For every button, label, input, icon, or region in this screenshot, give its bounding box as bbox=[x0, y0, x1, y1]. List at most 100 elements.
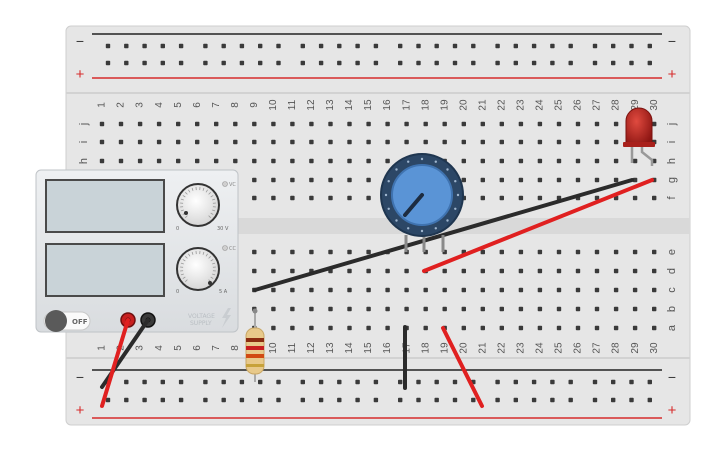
terminal-hole[interactable] bbox=[594, 268, 600, 274]
terminal-hole[interactable] bbox=[613, 268, 619, 274]
terminal-hole[interactable] bbox=[594, 139, 600, 145]
terminal-hole[interactable] bbox=[613, 139, 619, 145]
terminal-hole[interactable] bbox=[442, 306, 447, 312]
rail-hole[interactable] bbox=[239, 379, 245, 385]
terminal-hole[interactable] bbox=[480, 195, 485, 201]
rail-hole[interactable] bbox=[239, 43, 245, 49]
rail-hole[interactable] bbox=[611, 397, 616, 403]
terminal-hole[interactable] bbox=[328, 177, 333, 183]
rail-hole[interactable] bbox=[355, 43, 360, 49]
rail-hole[interactable] bbox=[531, 379, 537, 385]
terminal-hole[interactable] bbox=[366, 306, 371, 312]
terminal-hole[interactable] bbox=[290, 158, 295, 164]
terminal-hole[interactable] bbox=[632, 158, 638, 164]
rail-hole[interactable] bbox=[434, 43, 439, 49]
rail-hole[interactable] bbox=[276, 397, 281, 403]
rail-hole[interactable] bbox=[258, 43, 263, 49]
terminal-hole[interactable] bbox=[632, 287, 638, 293]
rail-hole[interactable] bbox=[276, 43, 281, 49]
terminal-hole[interactable] bbox=[156, 139, 162, 145]
terminal-hole[interactable] bbox=[499, 195, 504, 201]
terminal-hole[interactable] bbox=[290, 177, 295, 183]
terminal-hole[interactable] bbox=[118, 139, 124, 145]
terminal-hole[interactable] bbox=[594, 158, 600, 164]
terminal-hole[interactable] bbox=[290, 195, 295, 201]
terminal-hole[interactable] bbox=[537, 177, 543, 183]
rail-hole[interactable] bbox=[452, 43, 458, 49]
terminal-hole[interactable] bbox=[347, 287, 352, 293]
terminal-hole[interactable] bbox=[328, 195, 333, 201]
rail-hole[interactable] bbox=[337, 60, 342, 66]
terminal-hole[interactable] bbox=[499, 249, 504, 255]
rail-hole[interactable] bbox=[434, 60, 439, 66]
terminal-hole[interactable] bbox=[309, 139, 314, 145]
terminal-hole[interactable] bbox=[214, 139, 219, 145]
rail-hole[interactable] bbox=[178, 379, 184, 385]
terminal-hole[interactable] bbox=[385, 139, 390, 145]
terminal-hole[interactable] bbox=[575, 306, 581, 312]
rail-hole[interactable] bbox=[337, 397, 342, 403]
rail-hole[interactable] bbox=[300, 43, 305, 49]
rail-hole[interactable] bbox=[178, 60, 184, 66]
terminal-hole[interactable] bbox=[461, 268, 466, 274]
terminal-hole[interactable] bbox=[404, 287, 409, 293]
rail-hole[interactable] bbox=[550, 397, 555, 403]
terminal-hole[interactable] bbox=[118, 121, 124, 127]
rail-hole[interactable] bbox=[452, 397, 458, 403]
rail-hole[interactable] bbox=[258, 397, 263, 403]
terminal-hole[interactable] bbox=[537, 306, 543, 312]
terminal-hole[interactable] bbox=[632, 249, 638, 255]
terminal-hole[interactable] bbox=[480, 306, 485, 312]
terminal-hole[interactable] bbox=[556, 121, 562, 127]
terminal-hole[interactable] bbox=[556, 158, 562, 164]
terminal-hole[interactable] bbox=[271, 287, 276, 293]
terminal-hole[interactable] bbox=[537, 249, 543, 255]
rail-hole[interactable] bbox=[550, 379, 555, 385]
terminal-hole[interactable] bbox=[347, 121, 352, 127]
terminal-hole[interactable] bbox=[480, 268, 485, 274]
rail-hole[interactable] bbox=[513, 60, 518, 66]
terminal-hole[interactable] bbox=[537, 121, 543, 127]
terminal-hole[interactable] bbox=[404, 306, 409, 312]
terminal-hole[interactable] bbox=[99, 158, 105, 164]
terminal-hole[interactable] bbox=[480, 287, 485, 293]
terminal-hole[interactable] bbox=[366, 177, 371, 183]
rail-hole[interactable] bbox=[178, 397, 184, 403]
rail-hole[interactable] bbox=[647, 379, 652, 385]
terminal-hole[interactable] bbox=[575, 287, 581, 293]
led[interactable] bbox=[623, 107, 655, 166]
terminal-hole[interactable] bbox=[366, 158, 371, 164]
rail-hole[interactable] bbox=[318, 379, 324, 385]
terminal-hole[interactable] bbox=[271, 268, 276, 274]
rail-hole[interactable] bbox=[203, 397, 208, 403]
rail-hole[interactable] bbox=[568, 379, 573, 385]
terminal-hole[interactable] bbox=[461, 287, 466, 293]
terminal-hole[interactable] bbox=[309, 249, 314, 255]
terminal-hole[interactable] bbox=[347, 195, 352, 201]
terminal-hole[interactable] bbox=[347, 249, 352, 255]
terminal-hole[interactable] bbox=[118, 158, 124, 164]
terminal-hole[interactable] bbox=[271, 249, 276, 255]
terminal-hole[interactable] bbox=[252, 177, 257, 183]
terminal-hole[interactable] bbox=[575, 121, 581, 127]
terminal-hole[interactable] bbox=[594, 287, 600, 293]
terminal-hole[interactable] bbox=[613, 177, 619, 183]
terminal-hole[interactable] bbox=[556, 177, 562, 183]
terminal-hole[interactable] bbox=[214, 121, 219, 127]
terminal-hole[interactable] bbox=[347, 158, 352, 164]
terminal-hole[interactable] bbox=[518, 268, 524, 274]
terminal-hole[interactable] bbox=[518, 121, 524, 127]
terminal-hole[interactable] bbox=[271, 177, 276, 183]
rail-hole[interactable] bbox=[629, 397, 634, 403]
rail-hole[interactable] bbox=[568, 43, 573, 49]
rail-hole[interactable] bbox=[203, 60, 208, 66]
rail-hole[interactable] bbox=[513, 379, 518, 385]
terminal-hole[interactable] bbox=[233, 121, 238, 127]
terminal-hole[interactable] bbox=[575, 268, 581, 274]
rail-hole[interactable] bbox=[373, 60, 379, 66]
terminal-hole[interactable] bbox=[442, 139, 447, 145]
terminal-hole[interactable] bbox=[195, 139, 200, 145]
terminal-hole[interactable] bbox=[594, 177, 600, 183]
terminal-hole[interactable] bbox=[290, 249, 295, 255]
terminal-hole[interactable] bbox=[385, 325, 390, 331]
